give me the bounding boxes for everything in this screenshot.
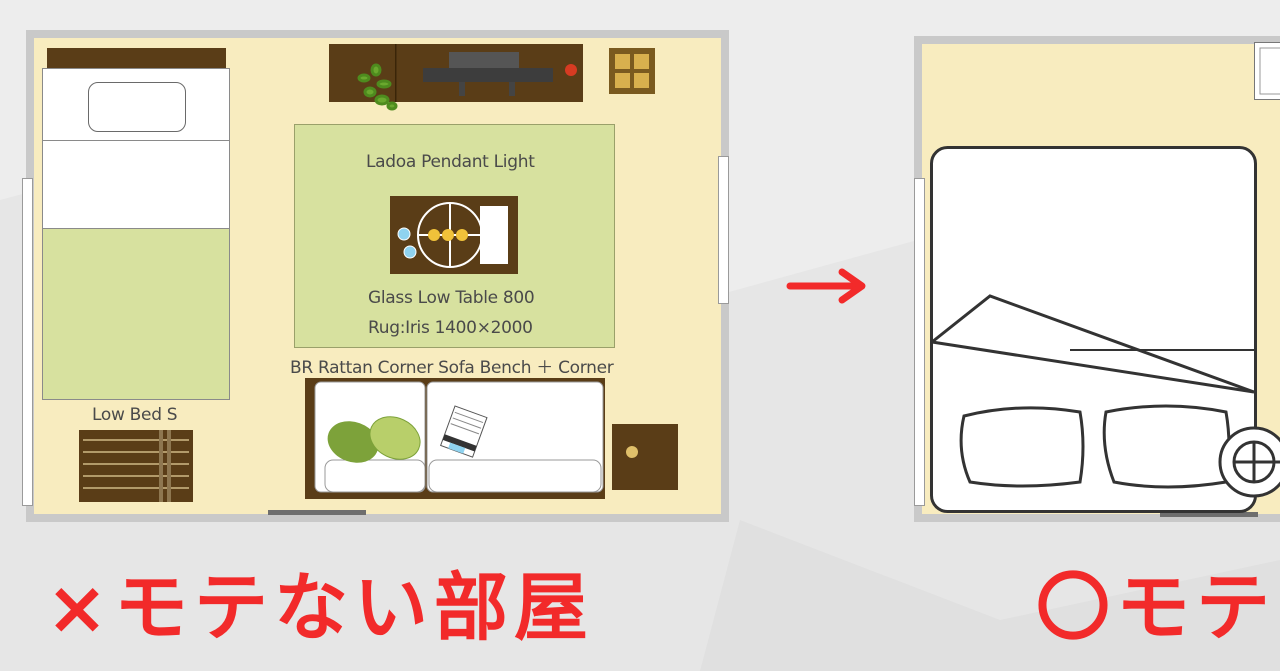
bed-sheet-line [42, 140, 230, 141]
sofa-label: BR Rattan Corner Sofa Bench ＋ Corner [290, 358, 614, 378]
bed-label: Low Bed S [92, 405, 178, 425]
plant-icon [357, 63, 398, 111]
ladder-shelf [79, 430, 193, 502]
bed-blanket [42, 228, 230, 400]
right-window [718, 156, 729, 304]
left-window [22, 178, 33, 506]
tv-icon [1254, 42, 1280, 100]
corner-sofa [305, 378, 605, 499]
bedside-lamp-icon [1218, 426, 1280, 498]
rug-label: Rug:Iris 1400×2000 [368, 318, 533, 338]
low-table [390, 196, 518, 274]
pendant-light-label: Ladoa Pendant Light [366, 152, 535, 172]
right-plan-door-strip [1160, 512, 1258, 517]
right-caption: 〇モテ [1036, 565, 1276, 651]
double-bed [930, 146, 1257, 513]
table-label: Glass Low Table 800 [368, 288, 535, 308]
side-table [612, 424, 678, 490]
cabinet-icon [609, 48, 655, 94]
arrow-right-icon [786, 268, 866, 304]
bed-pillow [88, 82, 186, 132]
right-plan-left-window [914, 178, 925, 506]
left-caption: ×モテない部屋 [46, 565, 595, 651]
door-strip [268, 510, 366, 515]
